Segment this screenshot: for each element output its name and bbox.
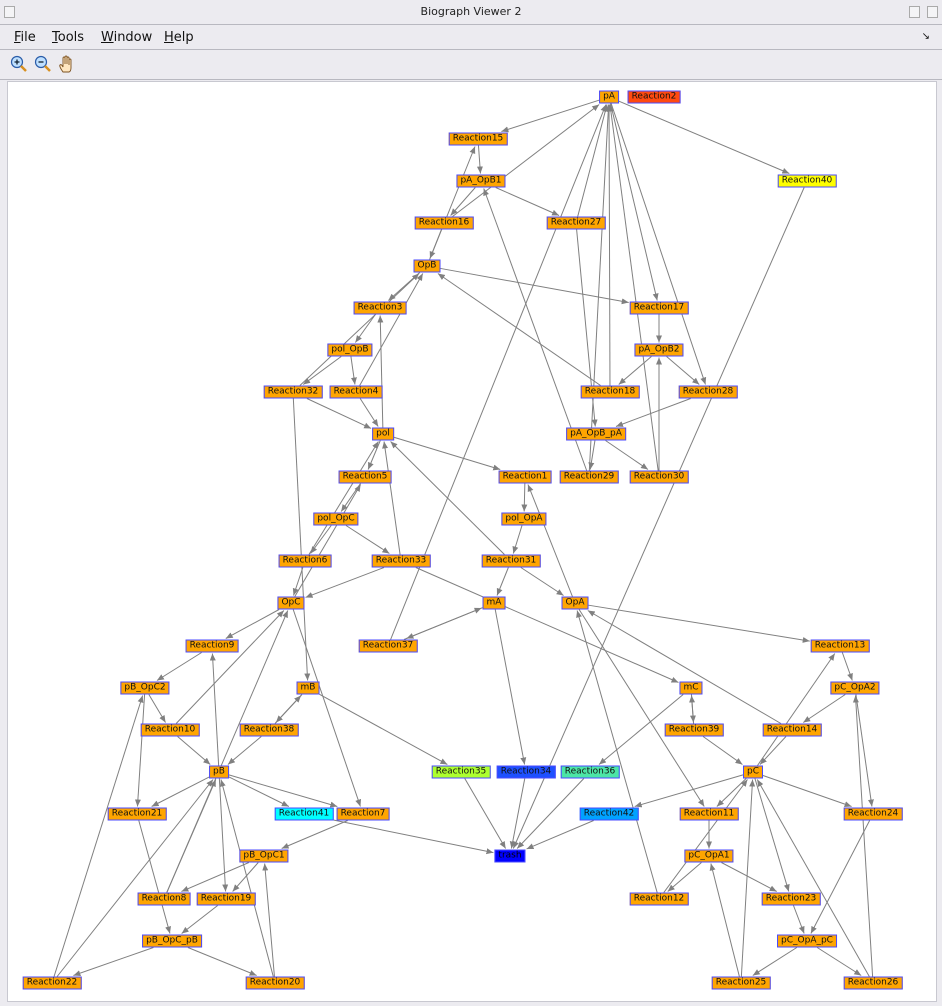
graph-node-reaction39[interactable]: Reaction39 [664,723,724,737]
graph-node-pol[interactable]: pol [372,427,394,441]
graph-node-reaction37[interactable]: Reaction37 [358,639,418,653]
graph-node-reaction4[interactable]: Reaction4 [329,385,383,399]
window-title: Biograph Viewer 2 [420,5,522,18]
graph-node-reaction36[interactable]: Reaction36 [560,765,620,779]
graph-node-reaction10[interactable]: Reaction10 [140,723,200,737]
zoom-in-icon[interactable] [10,55,28,73]
graph-node-reaction9[interactable]: Reaction9 [185,639,239,653]
graph-node-reaction28[interactable]: Reaction28 [678,385,738,399]
graph-node-reaction17[interactable]: Reaction17 [629,301,689,315]
graph-node-pb-opc2[interactable]: pB_OpC2 [120,681,170,695]
graph-node-reaction13[interactable]: Reaction13 [810,639,870,653]
graph-node-trash[interactable]: trash [494,849,526,863]
graph-node-reaction27[interactable]: Reaction27 [546,216,606,230]
graph-node-reaction15[interactable]: Reaction15 [448,132,508,146]
collapse-arrow-icon[interactable]: ↘ [921,31,930,42]
graph-node-pa[interactable]: pA [599,90,619,104]
graph-node-reaction24[interactable]: Reaction24 [843,807,903,821]
graph-node-reaction5[interactable]: Reaction5 [338,470,392,484]
graph-node-opa[interactable]: OpA [561,596,589,610]
graph-node-reaction6[interactable]: Reaction6 [278,554,332,568]
graph-node-reaction11[interactable]: Reaction11 [679,807,739,821]
graph-node-pc-opa2[interactable]: pC_OpA2 [830,681,880,695]
graph-node-reaction3[interactable]: Reaction3 [353,301,407,315]
graph-node-pol-opa[interactable]: pol_OpA [501,512,547,526]
menu-tools[interactable]: Tools [52,30,85,45]
graph-node-reaction41[interactable]: Reaction41 [274,807,334,821]
graph-node-pa-opb1[interactable]: pA_OpB1 [456,174,506,188]
graph-node-reaction12[interactable]: Reaction12 [629,892,689,906]
graph-node-reaction31[interactable]: Reaction31 [481,554,541,568]
graph-node-reaction19[interactable]: Reaction19 [196,892,256,906]
graph-node-pc-opa1[interactable]: pC_OpA1 [684,849,734,863]
graph-node-pb-opc1[interactable]: pB_OpC1 [239,849,289,863]
graph-node-pc-opa-pc[interactable]: pC_OpA_pC [777,934,837,948]
menu-window[interactable]: Window [101,30,153,45]
menu-help[interactable]: Help [164,30,194,45]
graph-node-ma[interactable]: mA [482,596,506,610]
graph-node-reaction33[interactable]: Reaction33 [371,554,431,568]
graph-node-reaction21[interactable]: Reaction21 [107,807,167,821]
window-menu-button[interactable] [4,6,15,18]
graph-node-opc[interactable]: OpC [277,596,305,610]
graph-node-reaction32[interactable]: Reaction32 [263,385,323,399]
graph-node-pb[interactable]: pB [209,765,229,779]
graph-node-reaction16[interactable]: Reaction16 [414,216,474,230]
graph-node-pol-opc[interactable]: pol_OpC [313,512,359,526]
graph-node-reaction22[interactable]: Reaction22 [22,976,82,990]
graph-node-pb-opc-pb[interactable]: pB_OpC_pB [142,934,202,948]
graph-node-reaction14[interactable]: Reaction14 [762,723,822,737]
graph-node-reaction8[interactable]: Reaction8 [137,892,191,906]
graph-node-mb[interactable]: mB [296,681,320,695]
graph-node-reaction7[interactable]: Reaction7 [336,807,390,821]
graph-node-reaction26[interactable]: Reaction26 [843,976,903,990]
maximize-button[interactable] [927,6,938,18]
graph-node-reaction34[interactable]: Reaction34 [496,765,556,779]
graph-node-pc[interactable]: pC [743,765,763,779]
menu-bar: File Tools Window Help [0,25,942,50]
graph-node-pa-opb2[interactable]: pA_OpB2 [634,343,684,357]
graph-node-reaction42[interactable]: Reaction42 [579,807,639,821]
graph-node-reaction30[interactable]: Reaction30 [629,470,689,484]
graph-node-reaction40[interactable]: Reaction40 [777,174,837,188]
graph-node-reaction25[interactable]: Reaction25 [711,976,771,990]
graph-node-reaction20[interactable]: Reaction20 [245,976,305,990]
zoom-out-icon[interactable] [34,55,52,73]
graph-node-reaction38[interactable]: Reaction38 [239,723,299,737]
toolbar [0,50,942,80]
graph-node-reaction2[interactable]: Reaction2 [627,90,681,104]
graph-node-reaction23[interactable]: Reaction23 [761,892,821,906]
graph-node-reaction18[interactable]: Reaction18 [580,385,640,399]
minimize-button[interactable] [909,6,920,18]
graph-node-pa-opb-pa[interactable]: pA_OpB_pA [566,427,626,441]
menu-file[interactable]: File [14,30,36,45]
pan-hand-icon[interactable] [58,55,76,73]
graph-node-reaction1[interactable]: Reaction1 [498,470,552,484]
title-bar: Biograph Viewer 2 [0,0,942,25]
graph-node-reaction29[interactable]: Reaction29 [559,470,619,484]
graph-node-mc[interactable]: mC [679,681,703,695]
graph-node-opb[interactable]: OpB [413,259,441,273]
graph-node-reaction35[interactable]: Reaction35 [431,765,491,779]
graph-node-pol-opb[interactable]: pol_OpB [327,343,373,357]
